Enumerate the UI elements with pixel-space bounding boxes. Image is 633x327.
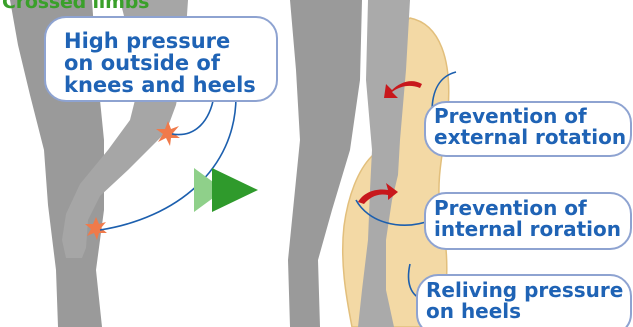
callout-line: High pressure	[64, 30, 276, 52]
callout-line: external rotation	[434, 127, 630, 148]
callout-heel-relief: Reliving pressure on heels	[416, 274, 632, 327]
callout-line: knees and heels	[64, 74, 276, 96]
page-title: Crossed limbs	[2, 0, 149, 13]
callout-line: Prevention of	[434, 198, 630, 219]
callout-line: internal roration	[434, 219, 630, 240]
transition-arrow-front	[212, 168, 258, 212]
callout-line: Prevention of	[434, 106, 630, 127]
callout-line: on heels	[426, 301, 630, 322]
callout-high-pressure: High pressure on outside of knees and he…	[44, 16, 278, 102]
callout-line: Reliving pressure	[426, 280, 630, 301]
callout-external-rotation: Prevention of external rotation	[424, 101, 632, 157]
callout-line: on outside of	[64, 52, 276, 74]
transition-arrow	[194, 168, 258, 212]
callout-internal-rotation: Prevention of internal roration	[424, 192, 632, 250]
